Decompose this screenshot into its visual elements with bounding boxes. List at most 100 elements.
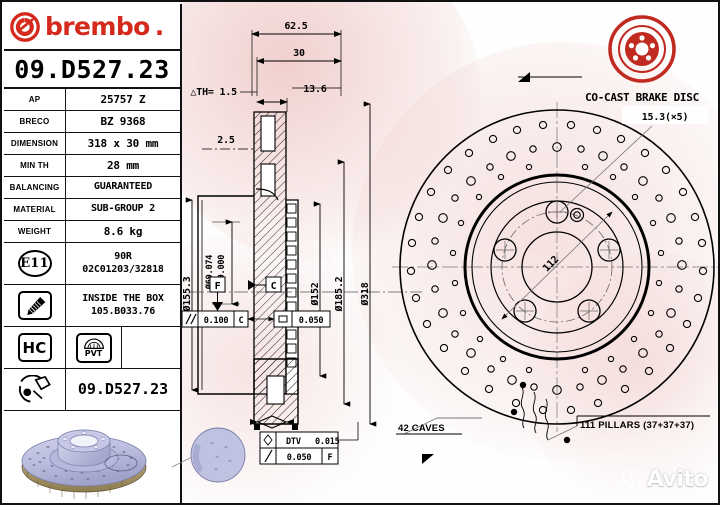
gdt-runout-frame: 0.050 F: [259, 422, 359, 465]
dim-30: 30: [293, 48, 305, 59]
dim-15-3: 15.3(×5): [642, 112, 689, 123]
table-row-breco: BRECO BZ 9368: [4, 111, 180, 133]
specification-table: brembo . 09.D527.23 AP 25757 Z BRECO BZ …: [4, 4, 246, 503]
table-row-marks: HC PVT: [4, 327, 180, 369]
dim-62-5: 62.5: [284, 21, 307, 32]
dim-th: △TH= 1.5: [190, 87, 237, 98]
annotation-bolt-hole-dia: 15.3(×5): [559, 106, 708, 213]
hardware-line2: 105.B033.76: [90, 305, 156, 317]
dimension-hat-depth: 30: [256, 48, 342, 96]
row-label: MIN TH: [4, 155, 66, 176]
row-label: WEIGHT: [4, 221, 66, 242]
dim-69-000: Ø69.000: [216, 255, 227, 291]
footer-part-number: 09.D527.23: [77, 380, 169, 399]
dimension-step: 2.5: [202, 135, 256, 150]
e11-circle-icon: E11: [4, 243, 66, 284]
gdt-dtv-frame: DTV 0.015: [259, 431, 340, 449]
technical-drawing-canvas: 62.5 30 △TH= 1.5 13.6: [182, 4, 718, 501]
gdt-parallelism-frame: 0.100 C: [182, 310, 249, 328]
disc-3d-render-panel: [4, 411, 246, 503]
caliper-glyph: [18, 374, 51, 403]
row-label: AP: [4, 89, 66, 110]
table-row-min-th: MIN TH 28 mm: [4, 155, 180, 177]
datum-f-label: F: [215, 281, 221, 292]
gdt-dtv-value: 0.015: [315, 437, 340, 447]
disc-3d-render: [21, 429, 147, 499]
table-row-footer-partno: 09.D527.23: [4, 369, 180, 411]
vent-band-circle: [463, 173, 651, 361]
annotation-pillars: 111 PILLARS (37+37+37): [510, 381, 710, 444]
row-value: SUB-GROUP 2: [90, 203, 156, 215]
co-cast-label: CO-CAST BRAKE DISC: [585, 91, 699, 104]
pvt-disc-glyph: [83, 337, 104, 349]
hardware-value: INSIDE THE BOX 105.B033.76: [66, 285, 180, 326]
row-value: 8.6 kg: [103, 224, 143, 238]
dimension-inner-friction-dia: Ø152: [309, 201, 327, 379]
label-42-caves: 42 CAVES: [398, 423, 445, 434]
dimension-bell-od: Ø155.3: [182, 197, 199, 393]
screw-icon: [4, 285, 66, 326]
marks-empty-cell: [122, 327, 180, 368]
dimension-outer-dia: Ø318: [359, 101, 377, 427]
row-label: BRECO: [4, 111, 66, 132]
e11-label: E11: [20, 256, 49, 271]
row-value: GUARANTEED: [93, 181, 153, 193]
datum-c: C: [248, 276, 282, 293]
section-arrow-bottom: [422, 454, 434, 464]
disc-outer-circle: [399, 109, 715, 425]
row-label: MATERIAL: [4, 199, 66, 220]
row-label: DIMENSION: [4, 133, 66, 154]
dim-112: 112: [541, 254, 561, 274]
row-label: BALANCING: [4, 177, 66, 198]
hardware-line1: INSIDE THE BOX: [82, 293, 164, 304]
dimension-offset: 13.6: [256, 84, 341, 112]
table-row-homologation: E11 90R 02C01203/32818: [4, 243, 180, 285]
table-row-dimension: DIMENSION 318 x 30 mm: [4, 133, 180, 155]
dim-2-5: 2.5: [217, 135, 235, 146]
gdt-dtv-label: DTV: [286, 437, 301, 447]
dim-155-3: Ø155.3: [182, 276, 193, 312]
dimension-vent-dia: Ø185.2: [333, 159, 351, 407]
label-111-pillars: 111 PILLARS (37+37+37): [580, 420, 694, 431]
dim-69-074: Ø69.074: [204, 255, 215, 291]
table-row-ap: AP 25757 Z: [4, 89, 180, 111]
gdt-runout-datum: F: [328, 453, 333, 463]
gdt-parallelism-datum: C: [239, 316, 244, 326]
datum-f: F: [209, 276, 226, 311]
table-row-hardware: INSIDE THE BOX 105.B033.76: [4, 285, 180, 327]
gdt-flatness-frame: 0.050: [247, 310, 331, 328]
dim-185-2: Ø185.2: [333, 276, 345, 312]
drawing-svg: 62.5 30 △TH= 1.5 13.6: [182, 15, 718, 465]
brembo-wordmark: brembo: [45, 12, 150, 41]
part-number-header: 09.D527.23: [4, 51, 180, 89]
annotation-caves: 42 CAVES: [396, 417, 482, 435]
dim-318: Ø318: [359, 282, 371, 306]
row-value: 28 mm: [106, 158, 140, 172]
datum-c-label: C: [271, 281, 277, 292]
dim-152: Ø152: [309, 282, 321, 306]
gdt-runout-value: 0.050: [287, 453, 312, 463]
gdt-flatness-value: 0.050: [299, 316, 324, 326]
row-value: BZ 9368: [100, 114, 146, 128]
co-cast-badge: CO-CAST BRAKE DISC: [585, 15, 699, 104]
homologation-line1: 90R: [114, 251, 132, 262]
hc-label: HC: [22, 338, 47, 357]
pvt-badge-icon: PVT: [66, 327, 122, 368]
screw-glyph: [26, 296, 45, 315]
gdt-parallelism-value: 0.100: [204, 316, 229, 326]
hc-badge-icon: HC: [4, 327, 66, 368]
homologation-line2: 02C01203/32818: [82, 263, 164, 275]
homologation-value: 90R 02C01203/32818: [66, 243, 180, 284]
dim-13-6: 13.6: [303, 84, 326, 95]
co-cast-disc-icon: [608, 15, 676, 83]
dtv-leader: [250, 415, 294, 429]
brake-caliper-icon: [4, 369, 66, 410]
row-value: 318 x 30 mm: [87, 136, 159, 150]
table-row-weight: WEIGHT 8.6 kg: [4, 221, 180, 243]
table-row-material: MATERIAL SUB-GROUP 2: [4, 199, 180, 221]
locating-pin: [569, 207, 585, 223]
brembo-logo: brembo .: [4, 4, 180, 51]
row-value: 25757 Z: [100, 92, 146, 106]
dimension-th-tolerance: △TH= 1.5: [190, 87, 257, 98]
